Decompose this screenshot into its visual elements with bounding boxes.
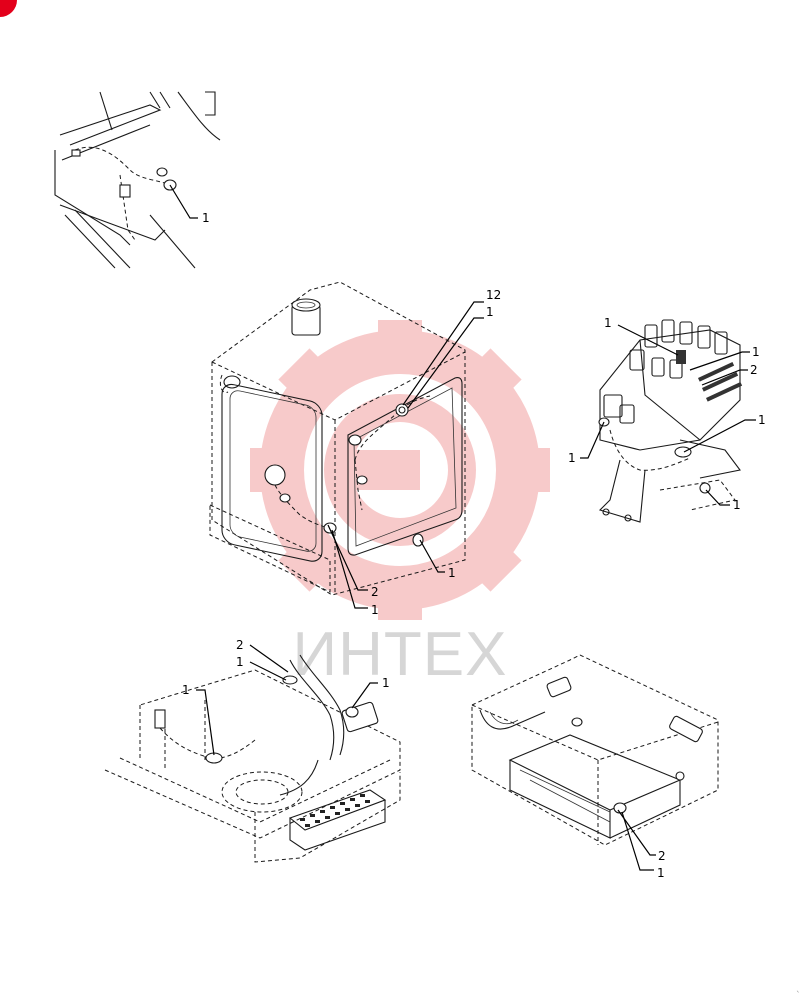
watermark-text: ИНТЕХ [293,620,508,689]
callout-label: 1 [657,866,665,880]
callout-label: 1 [182,683,190,697]
callout-label: 2 [750,363,758,377]
callout-label: 1 [371,603,379,617]
callout-label: 2 [371,585,379,599]
page-mark: ` [796,990,801,1000]
corner-mark [0,0,17,17]
callout-label: 1 [448,566,456,580]
callout-label: 1 [733,498,741,512]
callout-label: 2 [236,638,244,652]
callout-label: 1 [486,305,494,319]
callout-label: 1 [236,655,244,669]
callout-label: 1 [752,345,760,359]
callout-label: 1 [758,413,766,427]
callout-label: 1 [604,316,612,330]
watermark-gear [250,320,550,620]
top-left-detail: 1 [54,91,221,269]
callout-label: 1 [568,451,576,465]
callout-label: 2 [658,849,666,863]
valve-assembly: 1 1 2 1 1 1 [568,316,766,523]
callout-label: 12 [486,288,501,302]
frame-assembly: 2 1 1 1 [104,638,401,863]
callout-label: 1 [202,211,210,225]
housing-assembly: 2 1 [471,654,719,880]
callout-label: 1 [382,676,390,690]
tank-assembly: 12 1 2 1 1 [209,281,501,617]
